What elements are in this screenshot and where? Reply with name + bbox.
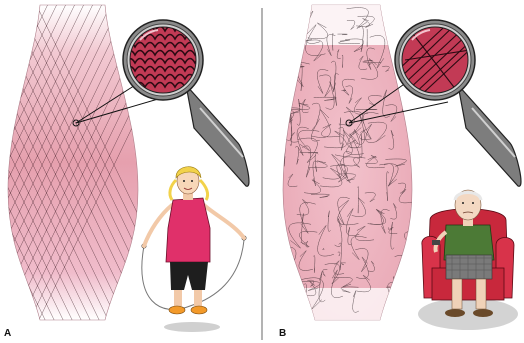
magnifier-b-handle — [458, 85, 521, 186]
elderly-man-in-armchair-illustration — [418, 190, 518, 330]
panel-label-a: A — [4, 328, 11, 339]
girl-jumping-rope-illustration — [142, 167, 247, 332]
panel-label-b: B — [279, 328, 286, 339]
